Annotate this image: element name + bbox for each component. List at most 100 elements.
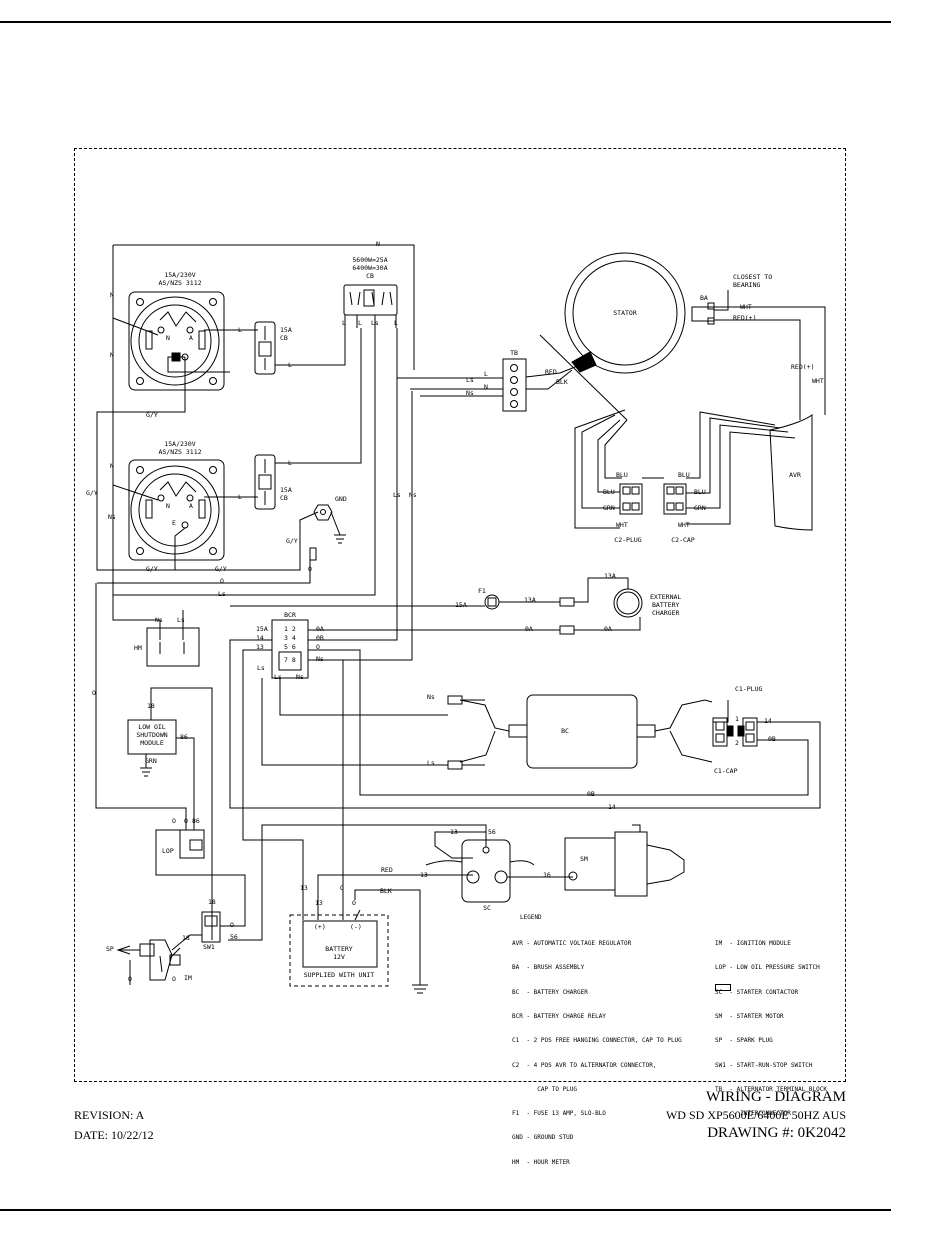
- wire-label-gy5: G/Y: [286, 537, 298, 545]
- wire-label-o-sw1: O: [230, 921, 234, 929]
- cb-main-rating-2: 6400W=30A: [352, 264, 388, 272]
- legend-left-item: GND - GROUND STUD: [512, 1134, 574, 1142]
- cb-small-bottom: [254, 454, 276, 510]
- bcr-relay: [271, 619, 309, 679]
- receptacle-top: [128, 291, 225, 391]
- rec-top-rating: 15A/230V: [164, 271, 196, 279]
- wire-label-bcr-o: O: [316, 643, 320, 651]
- lop-label: LOP: [162, 847, 174, 855]
- wire-label-56-sc: 56: [488, 828, 496, 836]
- supplied-label: SUPPLIED WITH UNIT: [303, 971, 375, 979]
- date: DATE: 10/22/12: [74, 1128, 154, 1142]
- c1-cap-label: C1-CAP: [714, 767, 738, 775]
- legend-right-item: SW1 - START-RUN-STOP SWITCH: [715, 1061, 813, 1069]
- wire-label-n-left3: N: [110, 462, 114, 470]
- wire-label-blk-bat: BLK: [380, 887, 392, 895]
- external-charger-socket: [613, 588, 643, 618]
- starter-motor: [564, 824, 685, 897]
- legend-right-item: LOP - LOW OIL PRESSURE SWITCH: [715, 964, 820, 972]
- closest-label-2: BEARING: [733, 281, 761, 289]
- wire-label-86-lom: 86: [180, 733, 188, 741]
- wire-label-14-c1: 14: [764, 717, 772, 725]
- pin-e-bot: E: [172, 519, 176, 527]
- pin-n-top: N: [166, 334, 170, 342]
- c2-cap: [663, 483, 687, 515]
- cb-small-bot-cb: CB: [280, 494, 288, 502]
- drawing-number: DRAWING #: 0K2042: [707, 1125, 846, 1141]
- fuse-f1: [484, 594, 500, 610]
- pin-a-bot: A: [189, 502, 193, 510]
- wire-label-o-bat: O: [340, 884, 344, 892]
- wire-label-bcr-ls2: Ls: [274, 673, 282, 681]
- legend-left-item: C1 - 2 POS FREE HANGING CONNECTOR, CAP T…: [512, 1037, 682, 1045]
- wire-label-ls-bc: Ls: [427, 759, 435, 767]
- wire-label-bcr-ns2: Ns: [296, 673, 304, 681]
- closest-label-1: CLOSEST TO: [733, 273, 773, 281]
- sw1-label: SW1: [203, 943, 215, 951]
- wire-label-wht-ba: WHT: [740, 303, 752, 311]
- low-oil-2: SHUTDOWN: [136, 731, 168, 739]
- c1-cap: [737, 717, 758, 747]
- wire-label-tb-ls: Ls: [466, 376, 474, 384]
- wire-label-bcr-0a: 0A: [316, 625, 324, 633]
- wire-label-bcr-14: 14: [256, 634, 264, 642]
- wire-label-blu4: BLU: [694, 488, 706, 496]
- wire-label-0a-2: 0A: [604, 625, 612, 633]
- legend-right-item: - INTERCONNECTOR: [715, 1110, 791, 1118]
- wire-label-18-im: 18: [182, 934, 190, 942]
- wire-label-red-tb: RED: [545, 368, 557, 376]
- low-oil-3: MODULE: [140, 739, 164, 747]
- wire-label-wht-avr: WHT: [812, 377, 824, 385]
- wire-label-gy3: G/Y: [146, 565, 158, 573]
- wire-label-n-left2: N: [110, 351, 114, 359]
- wire-label-blu1: BLU: [616, 471, 628, 479]
- gnd-label: GND: [335, 495, 347, 503]
- legend-right-item: TB - ALTERNATOR TERMINAL BLOCK: [715, 1085, 827, 1093]
- battery-pos: (+): [314, 923, 326, 931]
- wire-label-o2: O: [308, 565, 312, 573]
- terminal-block: [502, 358, 527, 412]
- ext-charger-3: CHARGER: [652, 609, 680, 617]
- im-label: IM: [184, 974, 192, 982]
- wire-label-14-run: 14: [608, 803, 616, 811]
- wire-label-o-im: O: [172, 975, 176, 983]
- wire-label-grn-lom: GRN: [145, 757, 157, 765]
- wire-label-13-sctop: 13: [450, 828, 458, 836]
- legend-right-item: IM - IGNITION MODULE: [715, 940, 791, 948]
- wire-label-o-lop2: O: [184, 817, 188, 825]
- wire-label-13-bat: 13: [300, 884, 308, 892]
- ext-charger-2: BATTERY: [652, 601, 680, 609]
- avr-module: [769, 414, 813, 531]
- starter-contactor: [425, 839, 535, 903]
- diagram-frame: [74, 148, 846, 1082]
- battery-neg: (-): [350, 923, 362, 931]
- bottom-rule: [0, 1209, 891, 1211]
- wire-label-13-pos: 13: [315, 899, 323, 907]
- wire-label-tb-ns: Ns: [466, 389, 474, 397]
- revision: REVISION: A: [74, 1108, 145, 1122]
- rec-bot-std: AS/NZS 3112: [158, 448, 202, 456]
- wire-label-0b-c1: 0B: [768, 735, 776, 743]
- wire-label-cb-l3: L: [394, 319, 398, 327]
- sc-label: SC: [483, 904, 491, 912]
- wire-label-15a-f1: 15A: [455, 601, 467, 609]
- legend-left-item: F1 - FUSE 13 AMP, SLO-BLO: [512, 1110, 606, 1118]
- battery-label: BATTERY: [325, 945, 353, 953]
- wire-label-tb-n: N: [484, 383, 488, 391]
- stator: [539, 252, 686, 421]
- ext-charger-1: EXTERNAL: [650, 593, 682, 601]
- wire-label-n-left1: N: [110, 291, 114, 299]
- wire-label-wht2: WHT: [678, 521, 690, 529]
- wire-label-wht1: WHT: [616, 521, 628, 529]
- wire-label-ls-vert: Ls: [393, 491, 401, 499]
- cb-small-top: [254, 321, 276, 375]
- wire-label-cb-l2: L: [358, 319, 362, 327]
- wire-label-blu2: BLU: [603, 488, 615, 496]
- wire-label-56-sw1: 56: [230, 933, 238, 941]
- wire-label-18-lom: 18: [147, 702, 155, 710]
- wire-label-16-sm: 16: [543, 871, 551, 879]
- ba-label: BA: [700, 294, 708, 302]
- wire-label-l1: L: [238, 326, 242, 334]
- wire-label-86-lop: 86: [192, 817, 200, 825]
- cb-main-rating-1: 5600W=25A: [352, 256, 388, 264]
